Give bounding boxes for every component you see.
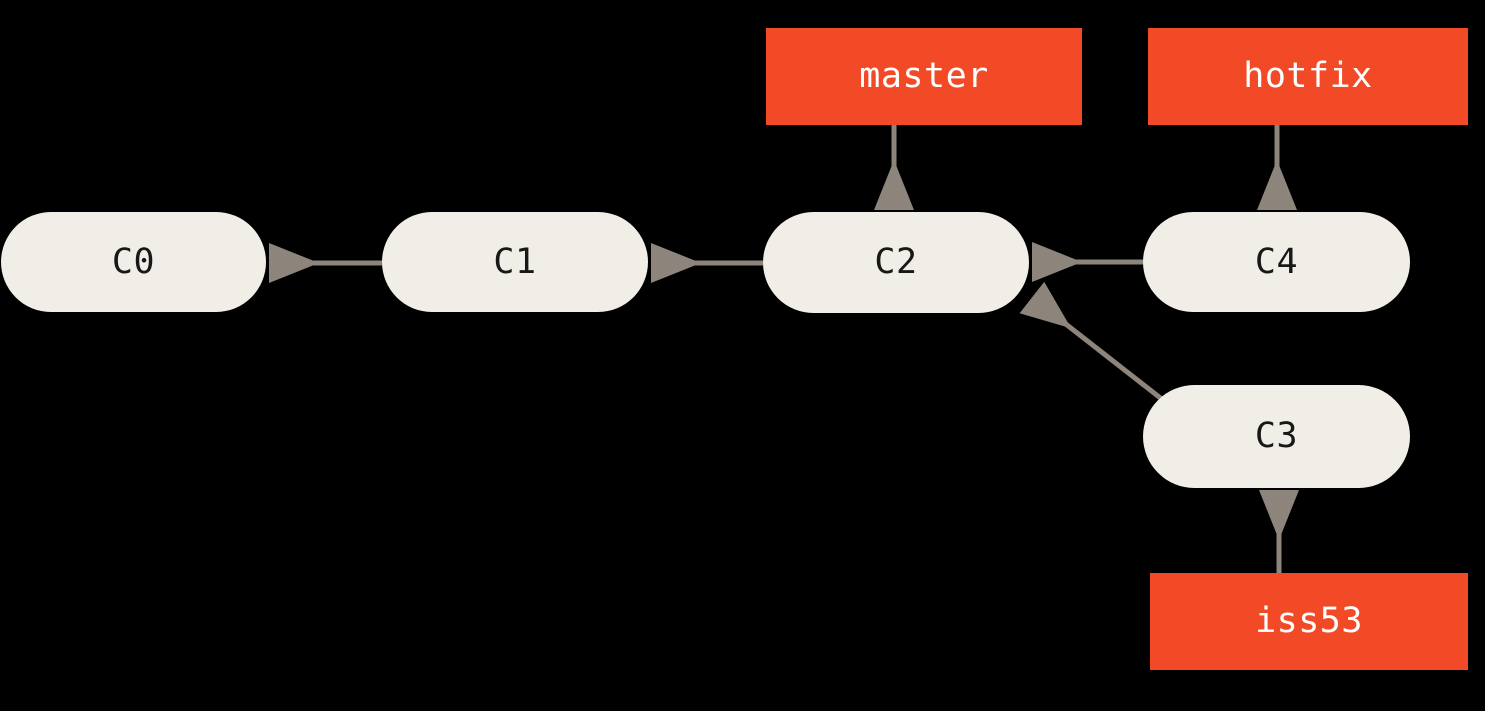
branch-label-iss53[interactable]: iss53 xyxy=(1150,573,1468,670)
branch-label-hotfix-text: hotfix xyxy=(1243,56,1373,96)
commit-node-c4[interactable]: C4 xyxy=(1143,212,1410,312)
commit-label-c2: C2 xyxy=(874,242,918,282)
branch-label-hotfix[interactable]: hotfix xyxy=(1148,28,1468,125)
commit-label-c0: C0 xyxy=(111,241,156,282)
commit-node-c2[interactable]: C2 xyxy=(763,212,1029,313)
edge-c3-to-c2 xyxy=(1019,281,1165,402)
commit-label-c3: C3 xyxy=(1254,416,1299,456)
branch-label-master-text: master xyxy=(859,56,989,96)
commit-node-c0[interactable]: C0 xyxy=(1,212,266,312)
commit-node-c1[interactable]: C1 xyxy=(382,212,648,312)
commit-label-c4: C4 xyxy=(1254,241,1299,282)
branch-label-master[interactable]: master xyxy=(766,28,1082,125)
branch-label-iss53-text: iss53 xyxy=(1255,601,1363,641)
commit-label-c1: C1 xyxy=(493,241,537,282)
commit-node-c3[interactable]: C3 xyxy=(1143,385,1410,488)
